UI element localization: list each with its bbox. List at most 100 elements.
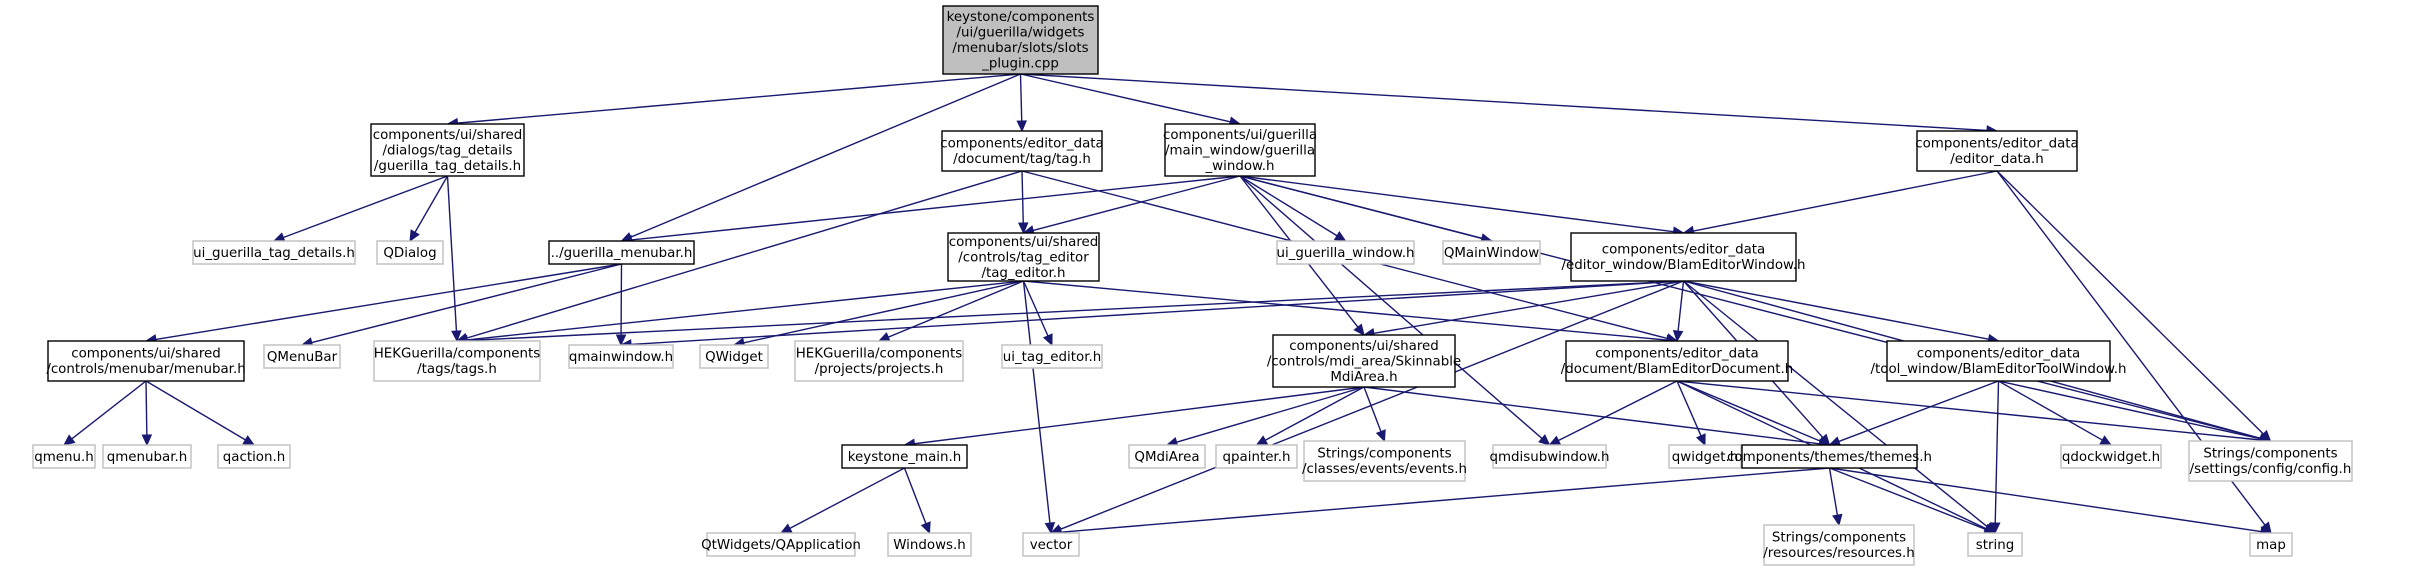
node-label-line: /main_window/guerilla bbox=[1165, 143, 1315, 158]
node-tag_h[interactable]: components/editor_data/document/tag/tag.… bbox=[940, 130, 1104, 172]
edge-blam_tool_window-to-string bbox=[1989, 380, 2001, 535]
node-tag_editor[interactable]: components/ui/shared/controls/tag_editor… bbox=[947, 232, 1100, 282]
node-label-line: components/ui/shared bbox=[1289, 339, 1439, 354]
node-projects_h: HEKGuerilla/components/projects/projects… bbox=[794, 340, 964, 382]
edge-slots_plugin-to-tag_details bbox=[446, 73, 1021, 129]
node-label-line: HEKGuerilla/components bbox=[374, 347, 541, 362]
node-box bbox=[1022, 532, 1080, 557]
node-label-line: components/themes/themes.h bbox=[1727, 450, 1932, 465]
node-vector: vector bbox=[1022, 532, 1080, 557]
node-label-line: /menubar/slots/slots bbox=[952, 41, 1088, 56]
node-map: map bbox=[2249, 532, 2293, 557]
node-label-line: QtWidgets/QApplication bbox=[701, 538, 861, 553]
node-label-line: components/editor_data bbox=[1915, 137, 2079, 152]
node-guerilla_menubar[interactable]: ../guerilla_menubar.h bbox=[548, 240, 695, 265]
nodes-layer: keystone/components/ui/guerilla/widgets/… bbox=[32, 5, 2353, 566]
node-label-line: /controls/menubar/menubar.h bbox=[46, 362, 245, 377]
node-label-line: QMenuBar bbox=[267, 350, 338, 365]
node-label-line: /controls/mdi_area/Skinnable bbox=[1267, 354, 1461, 369]
edge-guerilla_window-to-qmdisubwindow bbox=[1239, 175, 1551, 446]
node-box bbox=[2249, 532, 2293, 557]
node-qmenubar_h: qmenubar.h bbox=[102, 444, 192, 469]
edge-menubar_h-to-qaction_h bbox=[145, 380, 256, 446]
node-label-line: components/ui/shared bbox=[373, 128, 523, 143]
edge-editor_data_h-to-blam_editor_window bbox=[1682, 170, 1998, 237]
node-box bbox=[887, 532, 972, 557]
node-box bbox=[568, 344, 674, 369]
edge-blam_editor_window-to-blam_editor_doc bbox=[1672, 280, 1685, 343]
edge-blam_tool_window-to-config_h bbox=[1998, 380, 2272, 444]
node-box bbox=[1492, 444, 1607, 469]
node-menubar_h[interactable]: components/ui/shared/controls/menubar/me… bbox=[46, 340, 246, 382]
node-label-line: QMdiArea bbox=[1134, 450, 1199, 465]
node-keystone_main[interactable]: keystone_main.h bbox=[841, 444, 968, 469]
node-box bbox=[47, 340, 245, 382]
node-string: string bbox=[1967, 532, 2023, 557]
node-label-line: Strings/components bbox=[1317, 447, 1451, 462]
node-box bbox=[841, 444, 968, 469]
node-box bbox=[1967, 532, 2023, 557]
node-label-line: /guerilla_tag_details.h bbox=[374, 159, 521, 174]
node-label-line: /tags/tags.h bbox=[417, 362, 497, 377]
node-box bbox=[699, 344, 769, 369]
edge-blam_editor_window-to-vector bbox=[1049, 280, 1684, 535]
node-label-line: components/ui/guerilla bbox=[1163, 128, 1317, 143]
node-box bbox=[1763, 524, 1915, 566]
node-skinnable[interactable]: components/ui/shared/controls/mdi_area/S… bbox=[1267, 334, 1461, 388]
node-blam_editor_doc[interactable]: components/editor_data/document/BlamEdit… bbox=[1561, 340, 1794, 382]
node-config_h: Strings/components/settings/config/confi… bbox=[2188, 440, 2353, 482]
edge-tag_details-to-ui_tag_details bbox=[272, 175, 448, 243]
node-label-line: /tag_editor.h bbox=[981, 266, 1065, 281]
node-label-line: QDialog bbox=[383, 246, 436, 261]
node-qaction_h: qaction.h bbox=[217, 444, 291, 469]
edge-themes_h-to-string bbox=[1829, 467, 1997, 535]
node-label-line: ui_guerilla_window.h bbox=[1276, 246, 1414, 261]
node-label-line: /ui/guerilla/widgets bbox=[957, 26, 1085, 41]
node-box bbox=[263, 344, 341, 369]
node-box bbox=[1001, 344, 1103, 369]
node-slots_plugin[interactable]: keystone/components/ui/guerilla/widgets/… bbox=[942, 5, 1099, 75]
edge-blam_editor_window-to-tags_h bbox=[455, 280, 1684, 346]
node-ui_tag_details: ui_guerilla_tag_details.h bbox=[192, 240, 356, 265]
node-box bbox=[373, 340, 541, 382]
node-box bbox=[548, 240, 695, 265]
node-label-line: QWidget bbox=[705, 350, 763, 365]
node-box bbox=[2060, 444, 2162, 469]
node-label-line: keystone_main.h bbox=[848, 450, 961, 465]
edge-guerilla_window-to-ui_guerilla_window bbox=[1239, 175, 1347, 242]
node-box bbox=[192, 240, 356, 265]
node-blam_tool_window[interactable]: components/editor_data/tool_window/BlamE… bbox=[1871, 340, 2127, 382]
edge-keystone_main-to-windows_h bbox=[903, 467, 931, 535]
edge-tag_details-to-qdialog bbox=[409, 175, 449, 243]
node-label-line: vector bbox=[1030, 538, 1073, 553]
edge-tag_editor-to-ui_tag_editor bbox=[1022, 280, 1053, 347]
node-label-line: components/editor_data bbox=[1917, 347, 2081, 362]
node-tag_details[interactable]: components/ui/shared/dialogs/tag_details… bbox=[370, 123, 525, 177]
node-themes_h[interactable]: components/themes/themes.h bbox=[1727, 444, 1932, 469]
node-box bbox=[217, 444, 291, 469]
edge-skinnable-to-qpainter bbox=[1255, 386, 1365, 446]
node-windows_h: Windows.h bbox=[887, 532, 972, 557]
edge-skinnable-to-qmdiarea bbox=[1165, 386, 1365, 448]
node-label-line: qmenubar.h bbox=[107, 450, 187, 465]
node-label-line: HEKGuerilla/components bbox=[796, 347, 963, 362]
node-guerilla_window[interactable]: components/ui/guerilla/main_window/gueri… bbox=[1163, 123, 1317, 177]
edge-tag_details-to-tags_h bbox=[446, 175, 462, 343]
node-box bbox=[1276, 240, 1415, 265]
node-label-line: components/editor_data bbox=[940, 137, 1104, 152]
edge-blam_editor_doc-to-qwidget_h bbox=[1676, 380, 1706, 447]
node-label-line: /editor_data.h bbox=[1950, 152, 2044, 167]
node-label-line: /classes/events/events.h bbox=[1302, 462, 1467, 477]
node-qmainwindow_h: qmainwindow.h bbox=[568, 344, 674, 369]
node-blam_editor_window[interactable]: components/editor_data/editor_window/Bla… bbox=[1561, 232, 1806, 282]
node-qmdisubwindow: qmdisubwindow.h bbox=[1489, 444, 1610, 469]
node-box bbox=[794, 340, 964, 382]
edge-tag_editor-to-qwidget_c bbox=[732, 280, 1024, 348]
node-editor_data_h[interactable]: components/editor_data/editor_data.h bbox=[1915, 130, 2079, 172]
edge-guerilla_menubar-to-menubar_h bbox=[144, 263, 622, 345]
edge-guerilla_window-to-tag_editor bbox=[1022, 175, 1241, 236]
edge-menubar_h-to-qmenubar_h bbox=[141, 380, 153, 447]
node-box bbox=[1668, 444, 1742, 469]
node-box bbox=[1128, 444, 1206, 469]
